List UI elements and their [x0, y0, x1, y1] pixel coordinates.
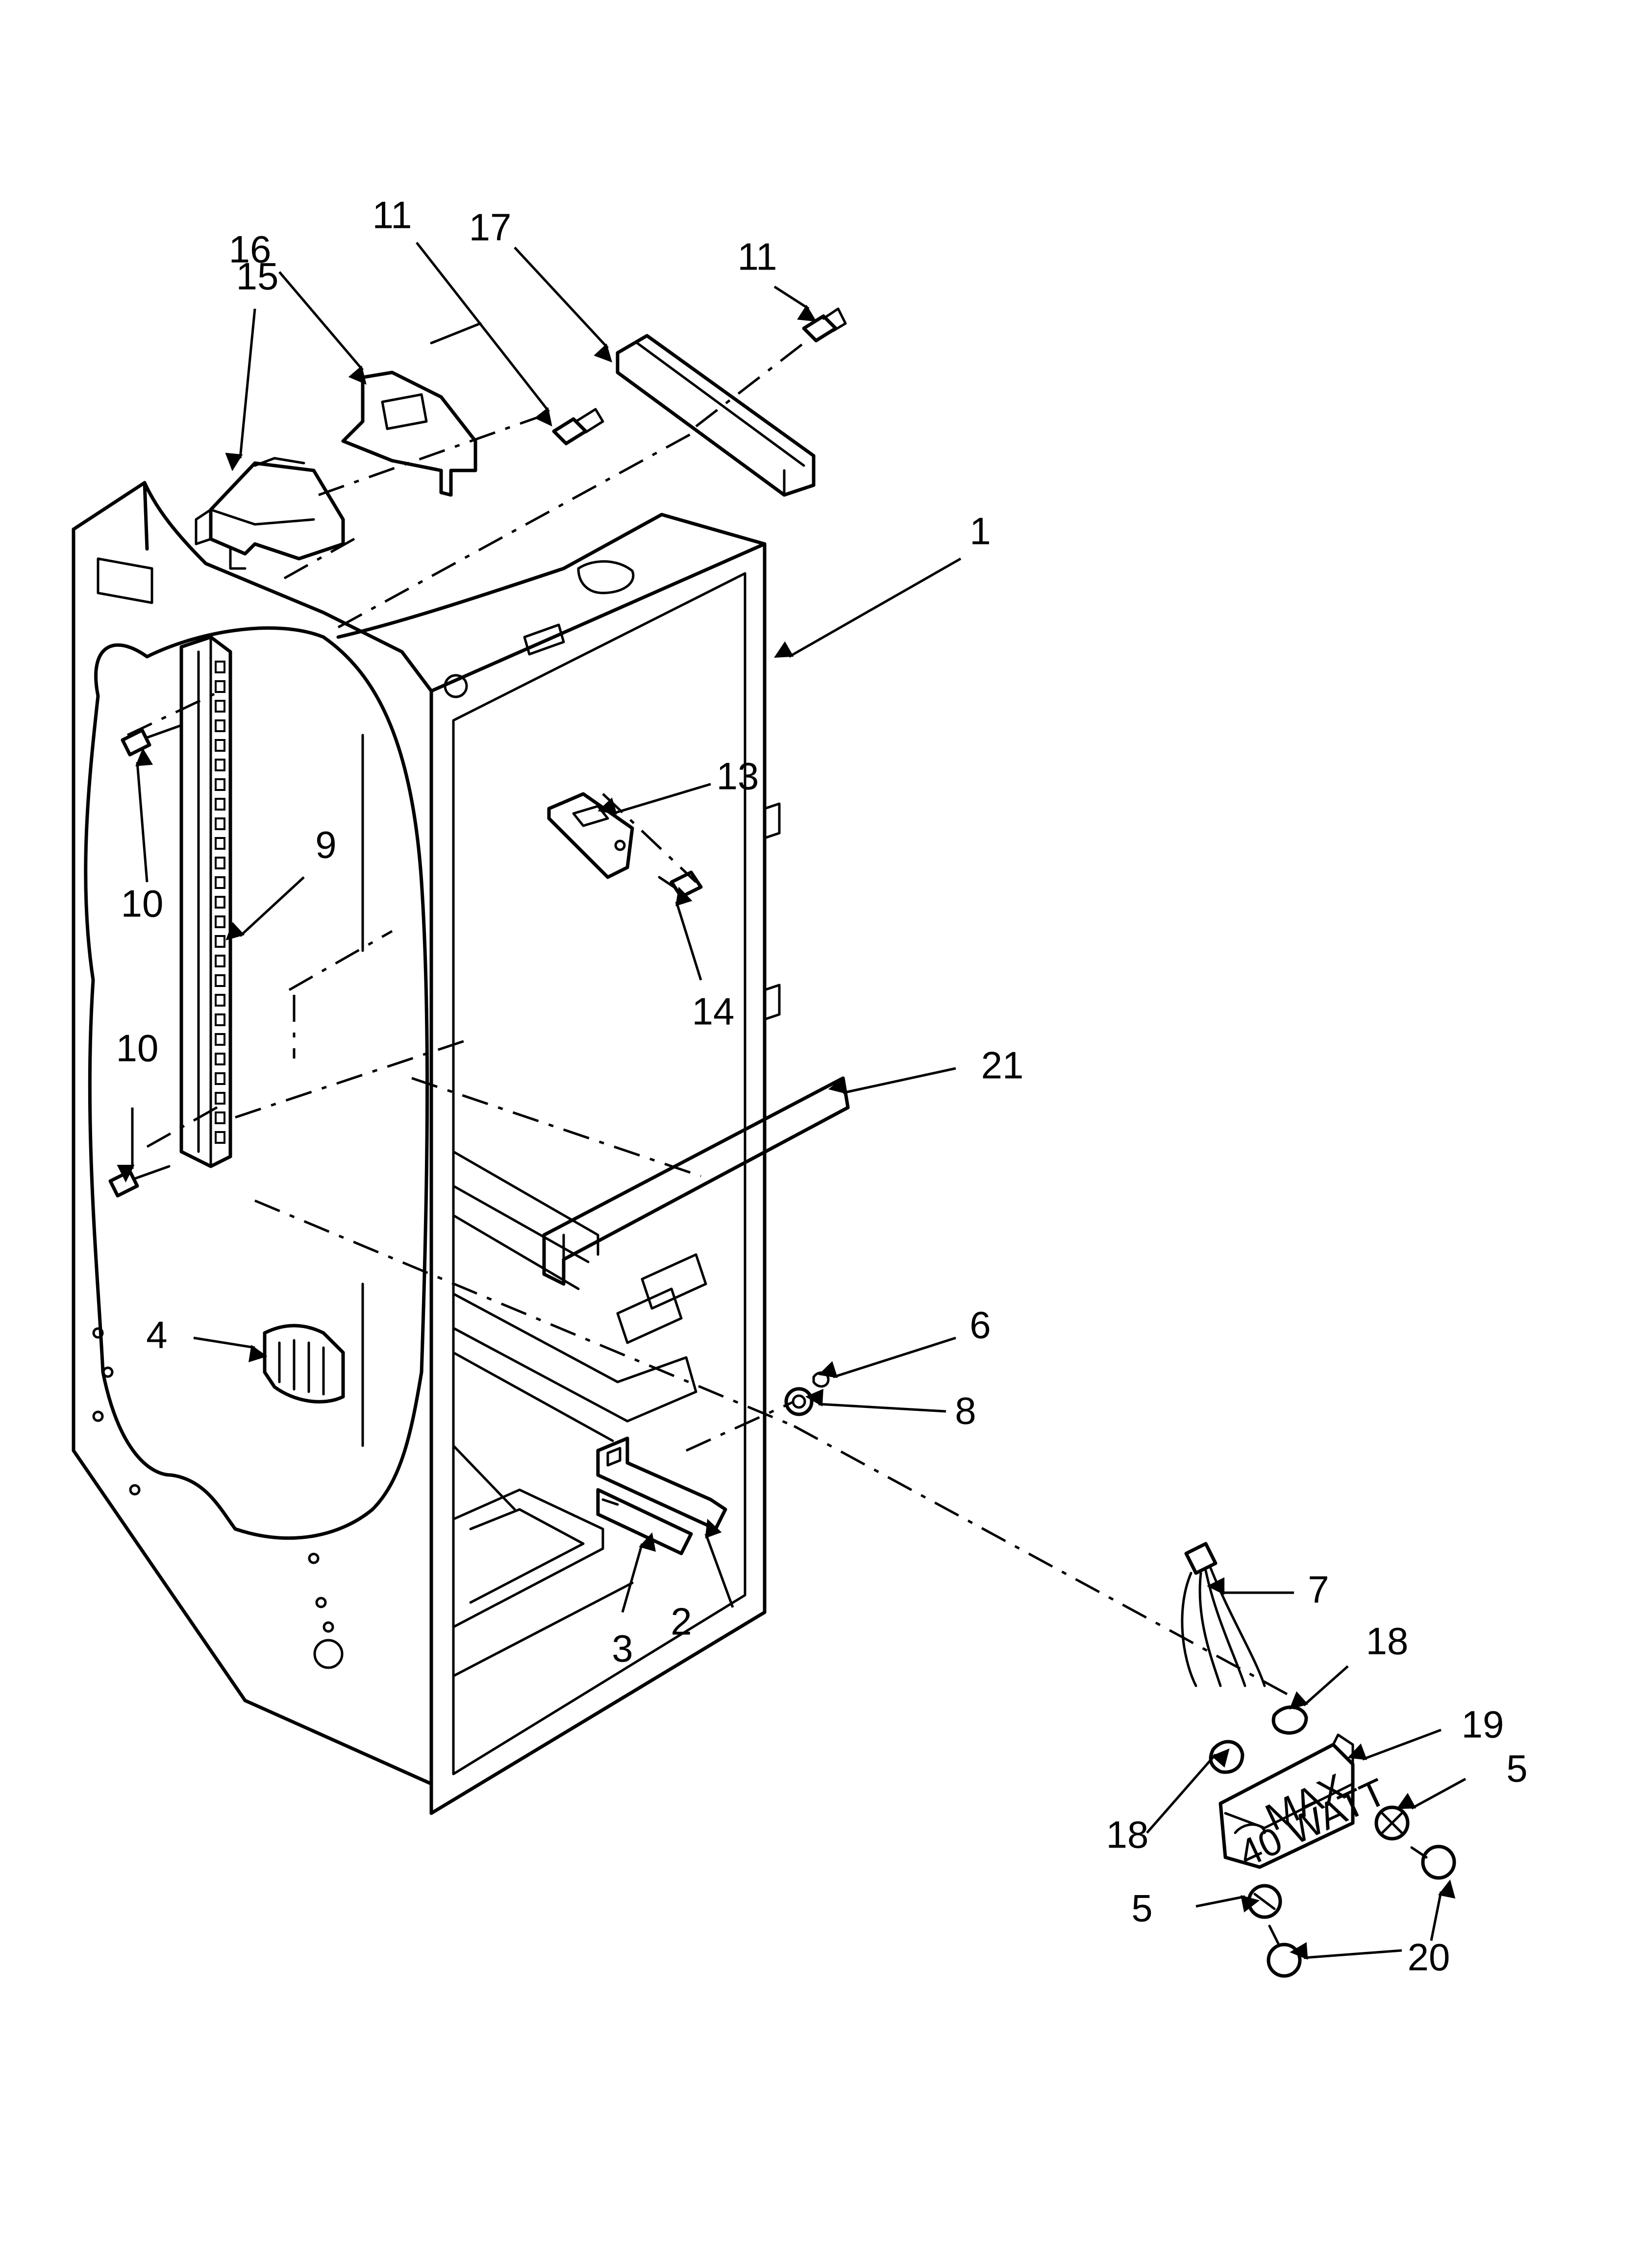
bulb-socket-5-lower	[1247, 1884, 1282, 1919]
ladder-slot	[215, 1092, 225, 1105]
ladder-slot	[215, 915, 225, 928]
callout-18-lower: 18	[1106, 1813, 1149, 1856]
callout-1: 1	[970, 510, 991, 553]
ladder-slot	[215, 1131, 225, 1144]
ladder-slot	[215, 896, 225, 909]
callout-13: 13	[717, 755, 759, 798]
bulb-socket-5-right	[1374, 1805, 1410, 1841]
callout-11-right: 11	[738, 235, 777, 278]
bulb-20-lower	[1267, 1924, 1302, 1978]
callout-17: 17	[469, 206, 512, 249]
callout-6: 6	[970, 1304, 991, 1347]
bracket-13	[547, 792, 634, 879]
callout-5-right: 5	[1506, 1747, 1527, 1790]
ladder-slot	[215, 817, 225, 830]
ladder-slot	[215, 1013, 225, 1026]
guide-bracket-3	[596, 1488, 693, 1555]
callout-numbers: 1 2 3 4 5 5 6 7 8 9 10 10 11 11 13 14 15…	[116, 194, 1528, 1979]
callout-16: 16	[229, 228, 272, 271]
callout-19: 19	[1462, 1703, 1504, 1746]
bushing-8	[784, 1387, 814, 1416]
callout-7: 7	[1308, 1568, 1329, 1611]
screw-6	[812, 1371, 830, 1388]
callout-2: 2	[671, 1600, 692, 1643]
screw-14	[658, 870, 703, 899]
cabinet-liner	[72, 481, 781, 1815]
lamp-socket-18-lower	[1209, 1740, 1244, 1774]
air-grille	[263, 1324, 345, 1404]
callout-10-lower: 10	[116, 1027, 159, 1070]
callout-8: 8	[955, 1389, 976, 1432]
ladder-slot	[215, 1033, 225, 1046]
screw-10-lower	[108, 1165, 171, 1198]
ladder-slot	[215, 994, 225, 1007]
callout-9: 9	[315, 823, 336, 866]
ladder-slot	[215, 798, 225, 811]
control-housing	[195, 457, 345, 570]
screw-10-upper	[121, 724, 183, 757]
callout-14: 14	[692, 990, 735, 1033]
callout-10-upper: 10	[121, 882, 164, 925]
ladder-slot	[215, 700, 225, 713]
bulb-20-right	[1410, 1845, 1456, 1880]
assembly-lines	[126, 342, 1300, 1702]
callout-20: 20	[1408, 1936, 1450, 1979]
guide-bracket-2	[596, 1436, 727, 1531]
callout-21: 21	[981, 1044, 1024, 1087]
lamp-socket-18-upper	[1271, 1705, 1308, 1735]
ladder-slot	[215, 935, 225, 948]
ladder-slot	[215, 955, 225, 967]
ladder-slot	[215, 759, 225, 771]
shelf-ladder	[179, 635, 232, 1168]
ladder-slot	[215, 680, 225, 693]
light-housing: MAX 40 WATT	[1218, 1733, 1392, 1875]
callout-18-upper: 18	[1366, 1620, 1409, 1663]
callout-5-lower: 5	[1131, 1887, 1152, 1930]
shelf-support	[542, 1076, 850, 1286]
callout-3: 3	[612, 1627, 633, 1670]
ladder-slot	[215, 778, 225, 791]
callout-15: 15	[236, 255, 279, 298]
mounting-bracket	[341, 322, 482, 497]
ladder-slot	[215, 719, 225, 732]
ladder-slot	[215, 876, 225, 889]
ladder-slot	[215, 739, 225, 752]
ladder-slot	[215, 837, 225, 850]
callout-4: 4	[146, 1313, 167, 1356]
ladder-slot	[215, 857, 225, 869]
ladder-slot	[215, 1053, 225, 1065]
ladder-slot	[215, 1072, 225, 1085]
ladder-slot	[215, 661, 225, 673]
callout-11-left: 11	[373, 194, 412, 237]
screw-11-right	[802, 307, 847, 343]
ladder-slot	[215, 1111, 225, 1124]
ladder-slot	[215, 974, 225, 987]
screw-11-left	[552, 408, 604, 445]
top-channel	[616, 334, 816, 497]
callout-leaders	[117, 242, 1467, 1960]
wire-harness	[1181, 1542, 1266, 1687]
